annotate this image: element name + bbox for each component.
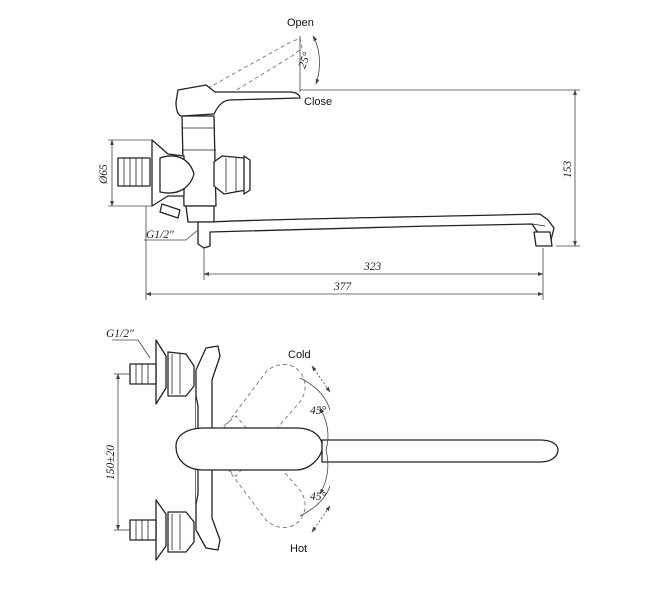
thread-label-side: G1/2"	[146, 229, 174, 241]
diameter-label: Ø65	[98, 164, 110, 185]
lever-handle	[175, 84, 301, 117]
dimensions-top	[114, 373, 130, 531]
lever-top	[175, 427, 324, 471]
dimensions-side	[108, 35, 580, 300]
lower-connection	[129, 499, 195, 561]
hot-angle-label: 45°	[310, 491, 327, 503]
spacing-label: 150±20	[105, 445, 117, 480]
top-view: Cold Hot 45° 45° G1/2" 150±20	[105, 328, 559, 561]
spout-top	[321, 439, 559, 463]
side-view: Open Close 25° G1/2" Ø65 153 323 377	[98, 17, 580, 300]
close-label: Close	[304, 96, 332, 108]
hot-lever-ghost	[205, 415, 306, 528]
height-label: 153	[562, 161, 574, 179]
upper-connection	[112, 339, 195, 405]
total-length-label: 377	[333, 281, 353, 293]
hot-label: Hot	[290, 543, 307, 555]
spout	[197, 213, 555, 249]
cold-angle-label: 45°	[310, 405, 327, 417]
rotation-indicators	[299, 365, 331, 533]
cold-lever-ghost	[205, 364, 306, 477]
wall-connection	[117, 139, 195, 219]
diverter-knob	[213, 155, 251, 195]
spout-length-label: 323	[363, 261, 382, 273]
thread-label-top: G1/2"	[106, 328, 134, 340]
angle-label: 25°	[297, 50, 314, 70]
cold-label: Cold	[288, 349, 311, 361]
open-label: Open	[287, 17, 314, 29]
